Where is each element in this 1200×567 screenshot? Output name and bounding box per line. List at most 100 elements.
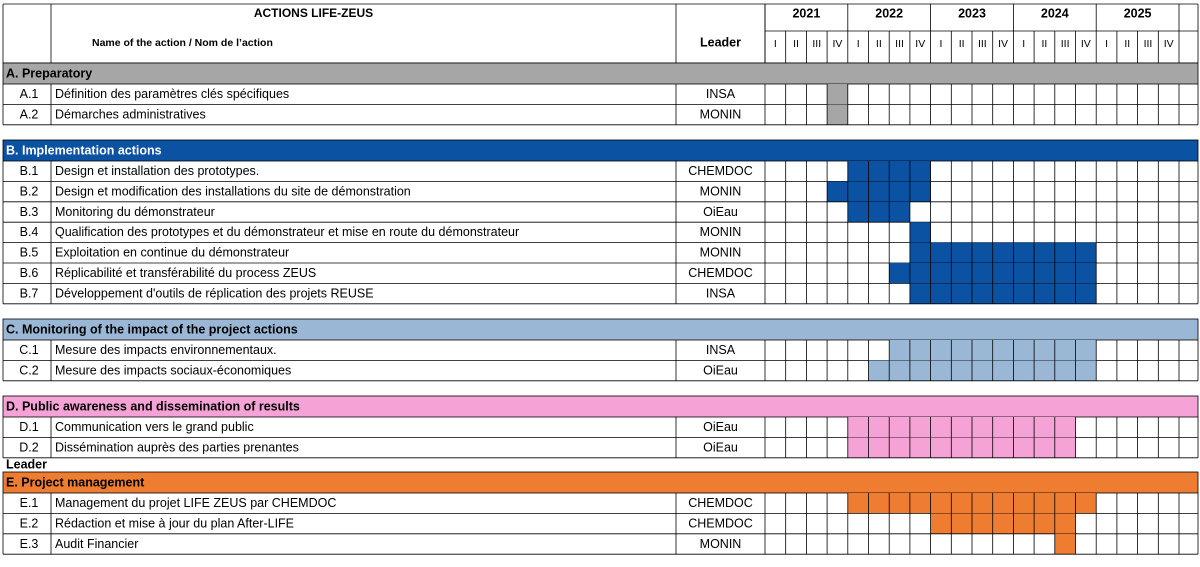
task-leader: CHEMDOC [688, 496, 753, 510]
gantt-bar-cell [889, 417, 910, 438]
gantt-bar-cell [1013, 283, 1035, 304]
year-label: 2021 [792, 6, 820, 20]
quarter-label: I [1105, 38, 1108, 50]
task-code: B.2 [20, 184, 39, 198]
quarter-label: II [793, 38, 799, 50]
gantt-bar-cell [889, 437, 910, 458]
year-label: 2025 [1124, 6, 1152, 20]
task-code: D.1 [19, 420, 39, 434]
gantt-bar-cell [909, 263, 931, 284]
gantt-bar-cell [909, 283, 931, 304]
gantt-bar-cell [951, 242, 972, 263]
gantt-bar-cell [868, 161, 890, 182]
gantt-bar-cell [951, 437, 972, 458]
section-banner [2, 62, 1199, 85]
task-code: E.3 [20, 537, 39, 551]
quarter-label: IV [915, 38, 925, 50]
gantt-bar-cell [868, 201, 890, 223]
task-code: B.5 [20, 246, 39, 260]
task-name: Développement d'outils de réplication de… [55, 286, 374, 300]
task-code: A.1 [20, 87, 39, 101]
gantt-bar-cell [868, 493, 890, 514]
gantt-bar-cell [1054, 283, 1076, 304]
gantt-bar-cell [909, 417, 931, 438]
quarter-label: I [1022, 38, 1025, 50]
gantt-bar-cell [992, 242, 1014, 263]
gantt-bar-cell [889, 161, 910, 182]
task-name: Management du projet LIFE ZEUS par CHEMD… [55, 496, 336, 510]
quarter-label: IV [832, 38, 842, 50]
gantt-bar-cell [930, 417, 952, 438]
leader-column-header: Leader [700, 35, 741, 49]
gantt-bar-cell [1034, 242, 1055, 263]
task-leader: INSA [706, 343, 736, 357]
task-code: E.1 [20, 496, 39, 510]
task-leader: INSA [706, 87, 736, 101]
task-name: Monitoring du démonstrateur [55, 205, 215, 219]
gantt-bar-cell [992, 283, 1014, 304]
gantt-bar-cell [1054, 263, 1076, 284]
table-title: ACTIONS LIFE-ZEUS [254, 6, 373, 20]
quarter-label: IV [998, 38, 1008, 50]
gantt-bar-cell [1075, 360, 1097, 381]
quarter-label: III [1061, 38, 1070, 50]
gantt-bar-cell [972, 493, 993, 514]
gantt-bar-cell [992, 340, 1014, 361]
gantt-bar-cell [847, 437, 869, 458]
task-leader: OiEau [703, 363, 738, 377]
gantt-bar-cell [889, 493, 910, 514]
task-leader: OiEau [703, 440, 738, 454]
task-name: Exploitation en continue du démonstrateu… [55, 246, 289, 260]
gantt-bar-cell [930, 437, 952, 458]
gantt-bar-cell [847, 181, 869, 202]
gantt-bar-cell [889, 360, 910, 381]
gantt-bar-cell [1034, 263, 1055, 284]
gantt-bar-cell [889, 340, 910, 361]
task-code: D.2 [19, 440, 39, 454]
gantt-bar-cell [1075, 493, 1097, 514]
gantt-bar-cell [972, 437, 993, 458]
task-leader: MONIN [700, 107, 742, 121]
gantt-bar-cell [972, 242, 993, 263]
gantt-bar-cell [909, 242, 931, 263]
gantt-bar-cell [930, 340, 952, 361]
gantt-bar-cell [1054, 533, 1076, 555]
gantt-bar-cell [951, 360, 972, 381]
quarter-label: IV [1164, 38, 1174, 50]
gantt-bar-cell [972, 417, 993, 438]
section-banner [2, 318, 1199, 341]
gantt-bar-cell [951, 263, 972, 284]
task-code: C.2 [19, 363, 39, 377]
gantt-bar-cell [847, 201, 869, 223]
quarter-label: III [978, 38, 987, 50]
task-leader: INSA [706, 286, 736, 300]
year-label: 2022 [875, 6, 903, 20]
gantt-bar-cell [951, 417, 972, 438]
gantt-bar-cell [1054, 340, 1076, 361]
gantt-bar-cell [827, 84, 848, 105]
gantt-bar-cell [951, 493, 972, 514]
quarter-label: IV [1081, 38, 1091, 50]
gantt-bar-cell [992, 513, 1014, 534]
quarter-label: II [876, 38, 882, 50]
gantt-bar-cell [1054, 360, 1076, 381]
section-title: E. Project management [6, 475, 145, 489]
section-title: D. Public awareness and dissemination of… [6, 399, 300, 413]
quarter-label: II [1042, 38, 1048, 50]
task-name: Mesure des impacts environnementaux. [55, 343, 277, 357]
task-code: B.1 [20, 164, 39, 178]
task-leader: MONIN [700, 246, 742, 260]
gantt-bar-cell [847, 417, 869, 438]
gantt-bar-cell [1034, 340, 1055, 361]
gantt-bar-cell [1034, 360, 1055, 381]
gantt-bar-cell [827, 104, 848, 125]
gantt-bar-cell [909, 222, 931, 243]
gantt-bar-cell [1034, 417, 1055, 438]
task-code: A.2 [20, 107, 39, 121]
gantt-bar-cell [930, 263, 952, 284]
task-leader: MONIN [700, 537, 742, 551]
gantt-bar-cell [1075, 283, 1097, 304]
gantt-bar-cell [992, 493, 1014, 514]
gantt-bar-cell [930, 493, 952, 514]
gantt-bar-cell [909, 437, 931, 458]
